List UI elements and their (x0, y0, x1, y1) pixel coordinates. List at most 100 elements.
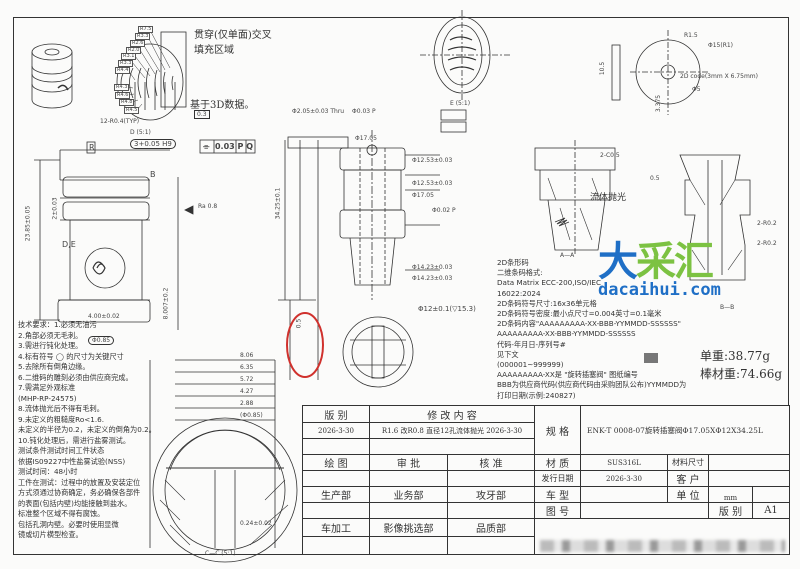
barcode-specification: 2D条形码二维条码格式:Data Matrix ECC-200,ISO/IEC … (497, 258, 687, 400)
tapping-label: 攻牙部 (447, 486, 535, 503)
section-aa-view (534, 140, 616, 255)
cc-dim-7: 0.24±0.02 (240, 520, 272, 527)
vehicle-value (580, 486, 668, 503)
dim-3375: 3.375 (655, 94, 663, 113)
tapping-sign (447, 502, 535, 519)
dim-dia15: Φ15(R1) (708, 42, 734, 49)
detail-view-radii (116, 29, 187, 121)
section-bb-view (679, 154, 751, 281)
vehicle-label: 车 型 (534, 486, 581, 503)
hole-label: Φ12±0.1(▽15.3) (418, 305, 476, 313)
quality-sign (447, 536, 535, 555)
top-right-view (611, 30, 710, 115)
radius-label: R2.6 (130, 40, 146, 47)
change-empty (369, 438, 535, 455)
quality-label: 品质部 (447, 518, 535, 537)
approve-sign (447, 470, 535, 487)
radius-label: R3.1 (121, 53, 137, 60)
watermark: 大采汇 dacaihui.com (598, 240, 721, 300)
production-label: 生产部 (302, 486, 370, 503)
spec-label: 规 格 (534, 405, 581, 455)
datum-b: B (150, 170, 156, 179)
radius-label-1: 2-R0.2 (757, 220, 777, 227)
fillet-label: 12-R0.4(TYP) (100, 118, 140, 125)
image-sort-label: 影像挑选部 (369, 518, 448, 537)
unit-weight: 单重:38.77g (700, 349, 771, 363)
radius-label: R4.3 (114, 84, 130, 91)
view-e-label: E (5:1) (450, 100, 471, 107)
weights: 单重:38.77g 棒材重:74.66g (700, 347, 782, 383)
dim-groove-3: Φ14.23±0.03 (412, 264, 453, 271)
dim-groove-2: Φ12.53±0.03 (412, 180, 453, 187)
radius-label-2: 2-R0.2 (757, 240, 777, 247)
dim-105: 10.5 (599, 61, 607, 76)
drawing-no-value (580, 502, 709, 519)
cc-dim-5: 2.88 (240, 400, 254, 407)
customer-value (708, 470, 790, 487)
gdt-tolerance: ⌯ 0.03 P Q (203, 142, 254, 151)
dim-r15: R1.5 (684, 32, 698, 39)
radius-label: R7.5 (138, 26, 154, 33)
chamfer-label: 2-C0.5 (600, 152, 620, 159)
spec-value: ENK-T 0008-07旋转插塞阀Φ17.05XΦ12X34.25L (580, 405, 790, 455)
rev-empty (302, 438, 370, 455)
drawn-sign (302, 470, 370, 487)
radius-label: R4.6 (115, 92, 131, 99)
image-sort-sign (369, 536, 448, 555)
version-value: A1 (752, 502, 790, 519)
unit-label: 单 位 (667, 486, 709, 503)
sales-label: 业务部 (369, 486, 448, 503)
radius-label: R3.3 (118, 60, 134, 67)
view-e (420, 10, 510, 100)
review-sign (369, 470, 448, 487)
production-sign (302, 502, 370, 519)
dim-05: 0.5 (295, 318, 303, 329)
rev-date: 2026-3-30 (302, 422, 370, 439)
lathe-label: 车加工 (302, 518, 370, 537)
radius-label: R4.5 (124, 107, 140, 114)
unit-extra (752, 486, 790, 503)
radius-label: R4.8 (119, 99, 135, 106)
annotation-3d-data: 基于3D数据。 (190, 100, 255, 111)
cc-dim-4: 4.27 (240, 388, 254, 395)
profile-tolerance: 0.3 (194, 110, 210, 119)
stock-size-label: 材料尺寸 (667, 454, 709, 471)
view-bb-label: B—B (720, 304, 735, 311)
drawing-no-label: 图 号 (534, 502, 581, 519)
section-cc-view (149, 359, 298, 563)
watermark-logo: 大采汇 (598, 239, 714, 285)
datamatrix-label: 2D code(3mm X 6.75mm) (680, 73, 758, 80)
view-cc-label: C—C (5:1) (205, 550, 236, 557)
cc-dim-2: 6.35 (240, 364, 254, 371)
issue-date-value: 2026-3-30 (580, 470, 668, 487)
bar-weight: 棒材重:74.66g (700, 367, 783, 381)
dim-dia-085: Φ0.85 (88, 336, 115, 345)
view-d-label: D (5:1) (130, 129, 151, 136)
dim-od-2: Φ17.05 (412, 192, 434, 199)
lathe-sign (302, 536, 370, 555)
annotation-cross-fill: 贯穿(仅单面)交叉 填充区域 (194, 30, 272, 56)
dim-od: Φ17.05 (355, 135, 377, 142)
material-label: 材 质 (534, 454, 581, 471)
cc-dim-6: (Φ0.85) (240, 412, 263, 419)
section-view-main (284, 130, 440, 300)
gdt-frame (86, 109, 467, 154)
runout-tol: Φ0.02 P (432, 207, 456, 214)
dim-groove-4: Φ14.23±0.03 (412, 275, 453, 282)
issue-date-label: 发行日期 (534, 470, 581, 487)
blurred-company-name (540, 540, 785, 552)
dim-length: 34.25±0.1 (274, 187, 282, 220)
section-de-label: D,E (62, 240, 76, 249)
stock-size-value (708, 454, 790, 471)
material-value: SUS316L (580, 454, 668, 471)
polish-label: 流体抛光 (590, 193, 627, 203)
red-markup-circle (286, 312, 324, 378)
rev-header: 版 别 (302, 405, 370, 423)
review-label: 审 批 (369, 454, 448, 471)
view-aa-label: A—A (560, 252, 575, 259)
isometric-view (31, 43, 73, 109)
detail-circle-view (278, 299, 414, 388)
